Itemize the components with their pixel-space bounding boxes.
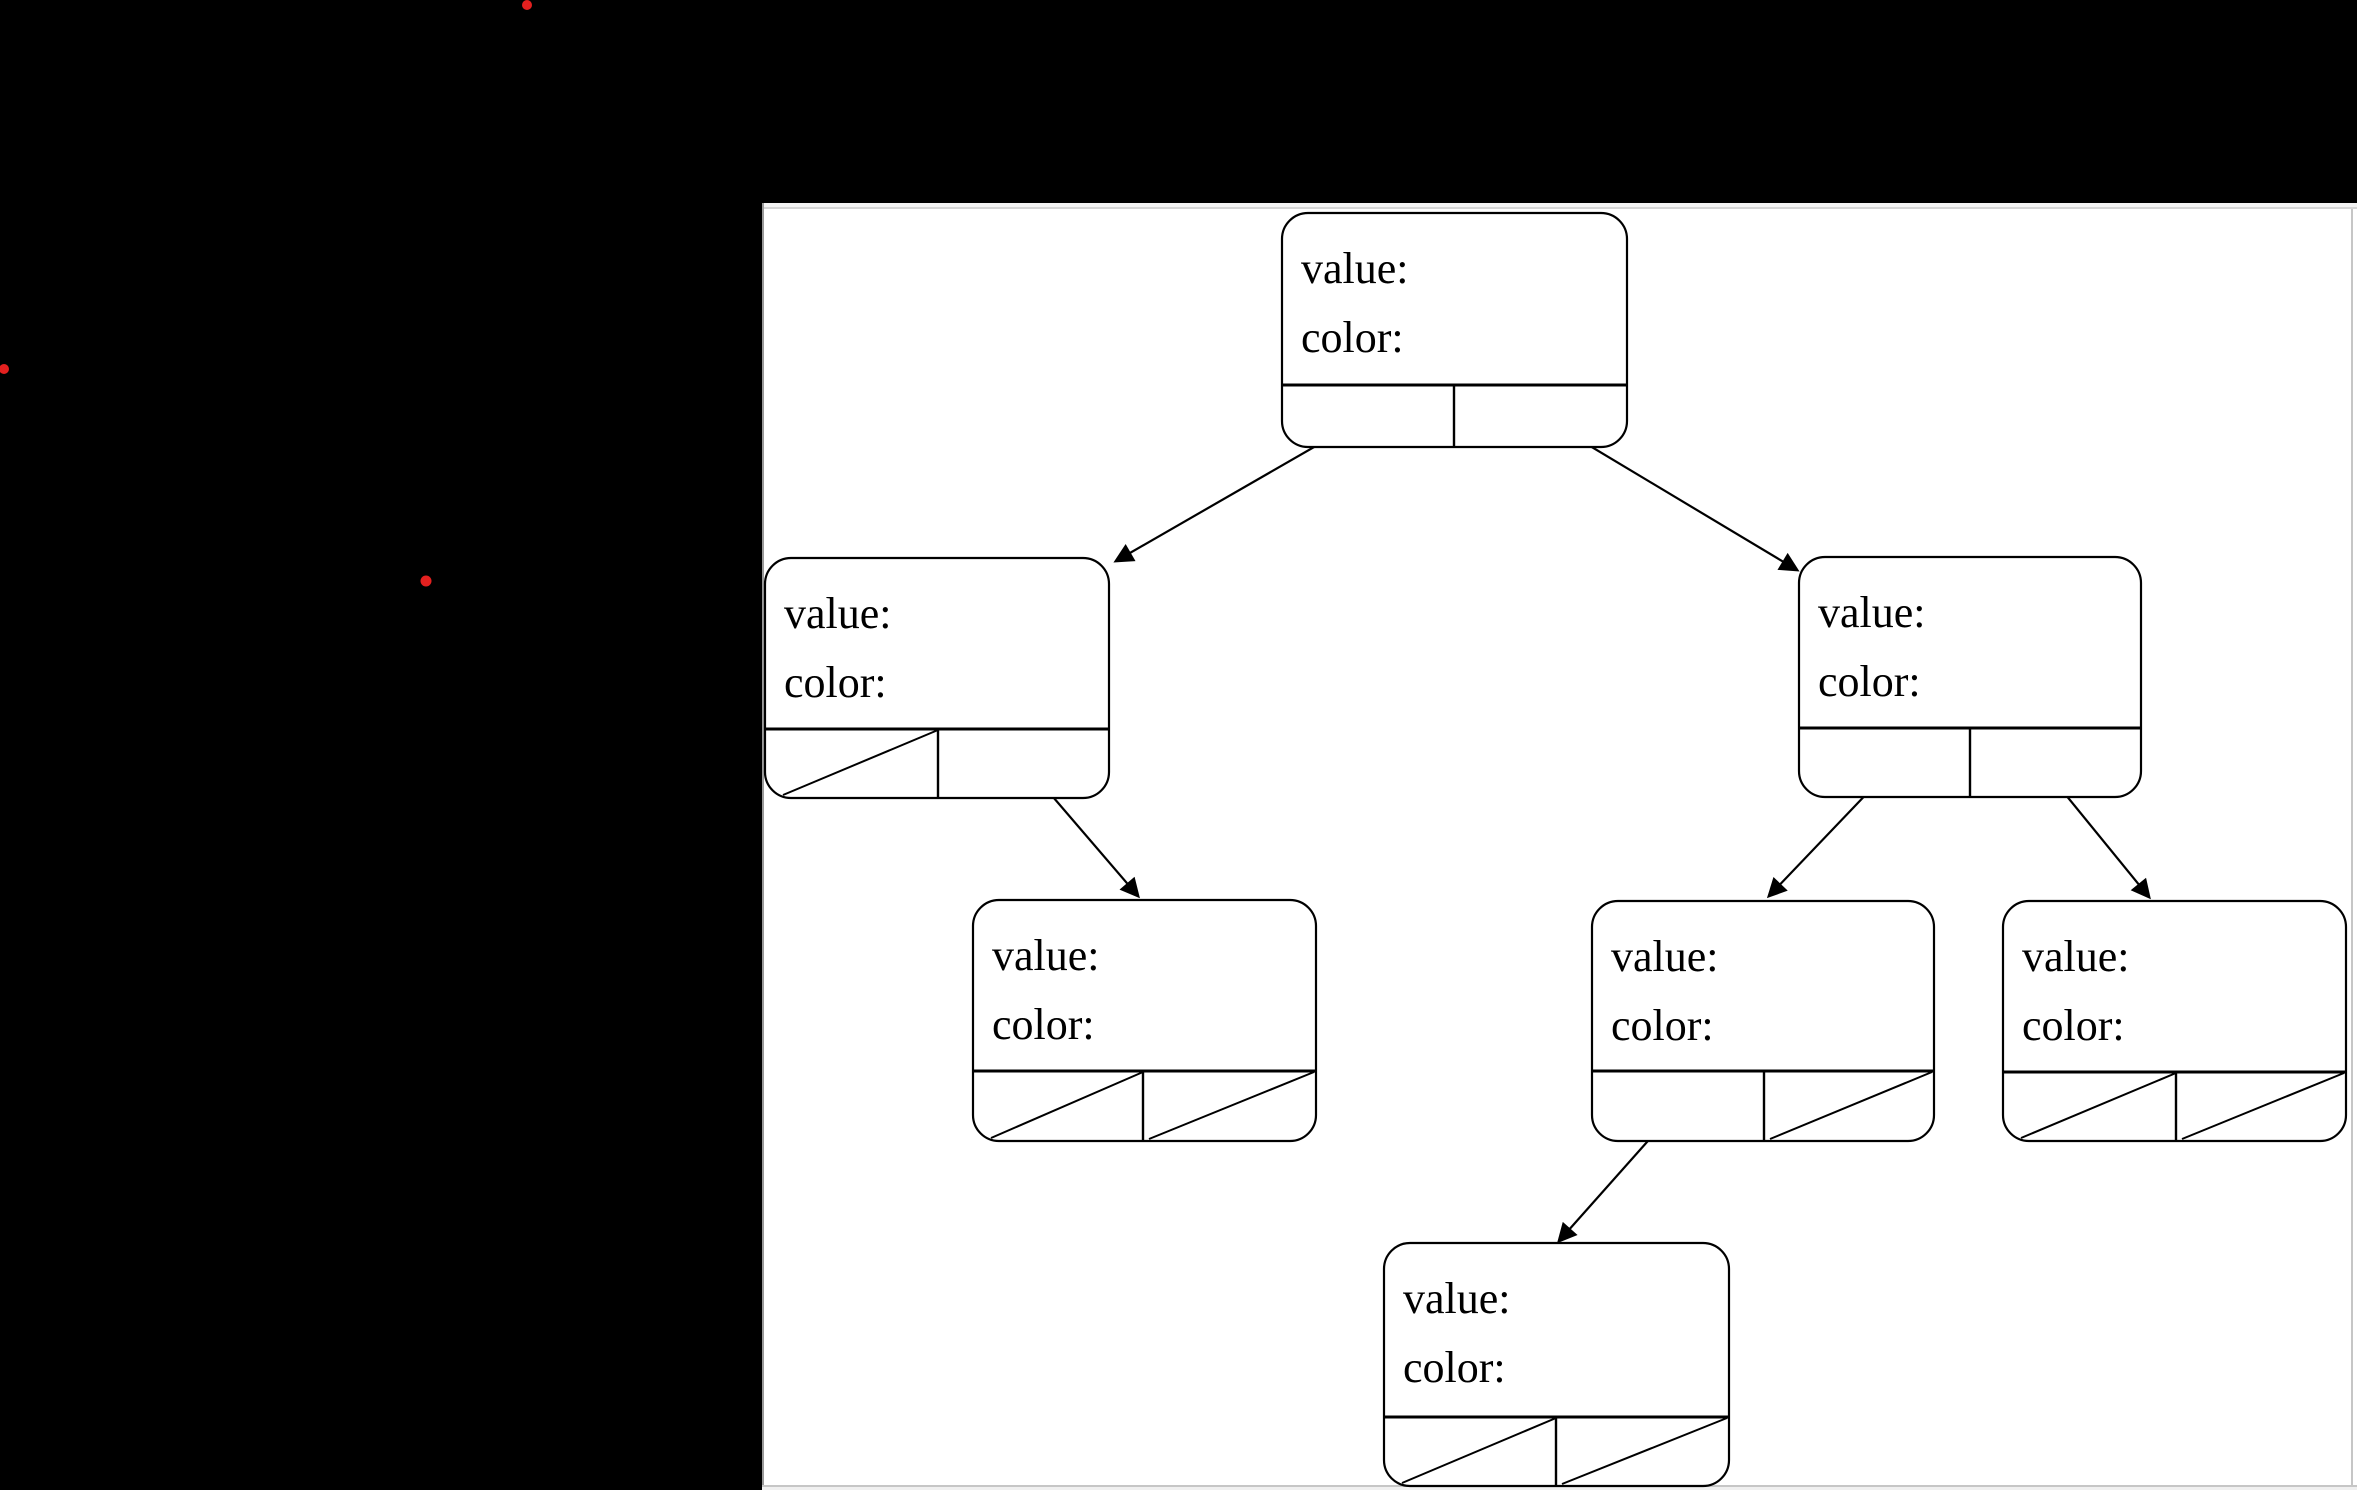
panel-left-border [762, 203, 764, 1490]
null-pointer-slash [1401, 1417, 1557, 1484]
red-dot [522, 0, 532, 10]
null-pointer-slash [1561, 1417, 1728, 1485]
node-color-label: color: [1301, 313, 1404, 362]
null-pointer-slash [990, 1071, 1144, 1139]
node-value-label: value: [992, 931, 1100, 980]
node-color-label: color: [1818, 657, 1921, 706]
tree-node-great-grandchild: value: color: [1382, 1241, 1731, 1488]
node-color-label: color: [1611, 1001, 1714, 1050]
red-dot [420, 575, 432, 587]
null-pointer-slash [1148, 1071, 1315, 1140]
node-color-label: color: [1403, 1343, 1506, 1392]
null-pointer-slash [782, 729, 939, 796]
node-value-label: value: [1403, 1274, 1511, 1323]
node-value-label: value: [2022, 932, 2130, 981]
node-value-label: value: [1818, 588, 1926, 637]
node-value-label: value: [784, 589, 892, 638]
node-value-label: value: [1611, 932, 1719, 981]
panel-right-border [2351, 209, 2353, 1488]
red-dot [0, 364, 9, 374]
null-pointer-slash [2181, 1072, 2345, 1140]
node-color-label: color: [2022, 1001, 2125, 1050]
panel-top-border [762, 203, 2357, 209]
tree-node-right-left-grandchild: value: color: [1590, 899, 1936, 1143]
tree-node-right-child: value: color: [1797, 555, 2143, 799]
tree-node-left-child: value: color: [763, 556, 1111, 800]
tree-node-right-right-grandchild: value: color: [2001, 899, 2348, 1143]
node-value-label: value: [1301, 244, 1409, 293]
red-marker-dots [0, 0, 532, 587]
node-color-label: color: [992, 1000, 1095, 1049]
null-pointer-slash [2020, 1072, 2177, 1139]
tree-node-root: value: color: [1280, 211, 1629, 449]
node-color-label: color: [784, 658, 887, 707]
tree-node-left-right-grandchild: value: color: [971, 898, 1318, 1143]
null-pointer-slash [1769, 1071, 1933, 1140]
